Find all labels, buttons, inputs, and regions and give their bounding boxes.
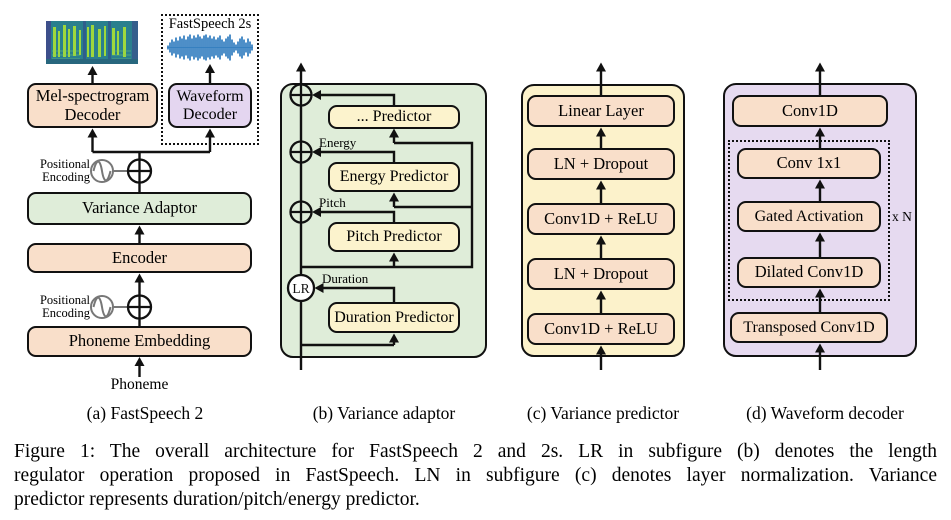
phoneme-embedding-box: Phoneme Embedding <box>27 326 252 357</box>
waveform-decoder-box: Waveform Decoder <box>168 83 252 128</box>
positional-encoding-label-1: Positional Encoding <box>39 157 90 185</box>
pitch-predictor-box: Pitch Predictor <box>328 222 460 252</box>
encoder-box: Encoder <box>27 243 252 273</box>
lr-node-label: LR <box>292 281 309 296</box>
figure-caption-line-3: predictor represents duration/pitch/ener… <box>14 489 420 510</box>
dilated-conv1d-box: Dilated Conv1D <box>737 257 881 288</box>
subcaption-a: (a) FastSpeech 2 <box>86 403 204 423</box>
variance-adaptor-box: Variance Adaptor <box>27 192 252 225</box>
transposed-conv1d-box: Transposed Conv1D <box>730 312 888 343</box>
pitch-label: Pitch <box>319 195 346 210</box>
fastspeech2s-label: FastSpeech 2s <box>168 16 252 32</box>
phoneme-input-label: Phoneme <box>110 376 169 393</box>
repeat-count-label: x N <box>892 209 912 224</box>
subcaption-b: (b) Variance adaptor <box>312 403 456 423</box>
duration-label: Duration <box>322 271 369 286</box>
energy-predictor-box: Energy Predictor <box>328 162 460 192</box>
mel-decoder-box: Mel-spectrogram Decoder <box>27 83 158 128</box>
spectrogram-image <box>46 21 138 64</box>
conv-1x1-box: Conv 1x1 <box>737 148 881 179</box>
waveform-image <box>167 34 253 61</box>
fastspeech2s-group-box <box>161 14 259 145</box>
add-icon-group <box>126 83 316 320</box>
figure-caption-line-2: regulator operation proposed in FastSpee… <box>14 465 937 486</box>
subcaption-d: (d) Waveform decoder <box>746 403 904 423</box>
energy-label: Energy <box>319 135 357 150</box>
lr-node <box>286 273 316 303</box>
gated-activation-box: Gated Activation <box>737 201 881 232</box>
ln-dropout-box-1: LN + Dropout <box>527 148 675 180</box>
duration-predictor-box: Duration Predictor <box>328 302 460 333</box>
dots-predictor-box: ... Predictor <box>328 105 460 129</box>
positional-encoding-label-2: Positional Encoding <box>39 293 90 321</box>
figure-caption-line-1: Figure 1: The overall architecture for F… <box>14 441 937 462</box>
ln-dropout-box-2: LN + Dropout <box>527 258 675 290</box>
subcaption-c: (c) Variance predictor <box>526 403 680 423</box>
conv1d-relu-box-1: Conv1D + ReLU <box>527 203 675 235</box>
linear-layer-box: Linear Layer <box>527 95 675 127</box>
conv1d-box: Conv1D <box>732 95 888 127</box>
figure-caption: Figure 1: The overall architecture for F… <box>14 440 937 512</box>
repeat-group-box <box>728 140 890 301</box>
arrowheads <box>87 62 825 366</box>
sine-icon-group <box>90 159 128 319</box>
conv1d-relu-box-2: Conv1D + ReLU <box>527 313 675 345</box>
